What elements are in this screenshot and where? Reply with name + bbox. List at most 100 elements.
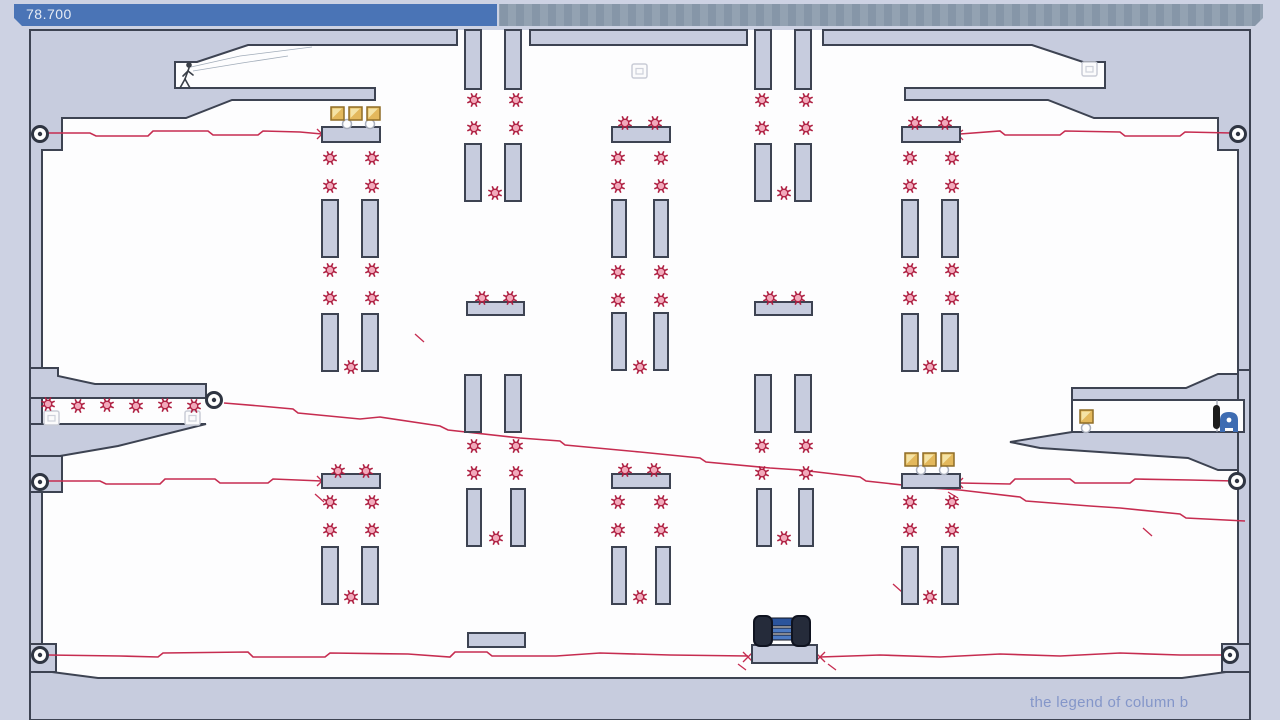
mine-icon xyxy=(99,397,115,413)
timer-remaining xyxy=(499,4,1263,26)
platforms xyxy=(321,29,961,664)
ninja-character xyxy=(187,70,194,76)
laser-impact-mark xyxy=(737,663,747,671)
platform xyxy=(901,126,961,143)
turret-icon xyxy=(31,646,49,664)
turret-icon xyxy=(1221,646,1239,664)
ninja-head xyxy=(186,62,192,68)
platform xyxy=(751,644,818,664)
mine-icon xyxy=(70,398,86,414)
timer-value: 78.700 xyxy=(26,6,72,22)
gate-bar xyxy=(770,634,794,641)
mine-icon xyxy=(508,92,524,108)
mine-icon xyxy=(322,178,338,194)
mine-icon xyxy=(508,120,524,136)
mine-icon xyxy=(653,494,669,510)
ninja-character xyxy=(179,78,186,89)
gold-icon xyxy=(922,452,937,467)
laser-beam xyxy=(47,651,749,658)
mine-icon xyxy=(364,178,380,194)
platform xyxy=(361,546,379,605)
ninja-trail xyxy=(192,55,289,72)
mine-icon xyxy=(776,530,792,546)
platform xyxy=(321,473,381,489)
wall xyxy=(1009,431,1239,471)
mine-icon xyxy=(466,92,482,108)
platform xyxy=(653,199,669,258)
platform xyxy=(321,126,381,143)
mine-icon xyxy=(364,290,380,306)
mine-icon xyxy=(343,589,359,605)
mine-icon xyxy=(330,463,346,479)
wall xyxy=(29,397,43,425)
platform xyxy=(901,313,919,372)
mine-icon xyxy=(610,292,626,308)
platform xyxy=(901,199,919,258)
laser-beam xyxy=(819,652,1226,658)
mine-icon xyxy=(322,262,338,278)
platform xyxy=(504,29,522,90)
platform xyxy=(754,374,772,433)
gold-icon xyxy=(330,106,345,121)
mine-icon xyxy=(186,398,202,414)
laser-beam xyxy=(223,402,1246,522)
platform xyxy=(361,313,379,372)
pad-icon xyxy=(938,464,950,476)
level-name: the legend of column b xyxy=(1030,694,1189,711)
mine-icon xyxy=(754,438,770,454)
mine-icon xyxy=(502,290,518,306)
switch-icon xyxy=(43,410,60,426)
gold-icon xyxy=(940,452,955,467)
actors xyxy=(179,46,313,89)
platform xyxy=(901,546,919,605)
wall xyxy=(29,29,458,371)
door-icon xyxy=(1213,405,1220,429)
wall xyxy=(29,491,43,645)
mine-icon xyxy=(907,115,923,131)
mine-icon xyxy=(364,522,380,538)
laser-beams xyxy=(47,128,1246,671)
laser-impact-mark xyxy=(314,493,325,503)
wall xyxy=(29,367,207,399)
platform xyxy=(653,312,669,371)
mine-icon xyxy=(617,462,633,478)
gate-pillar xyxy=(791,615,811,647)
wall xyxy=(529,29,748,46)
gate-bar xyxy=(769,617,795,627)
mine-icon xyxy=(322,290,338,306)
mine-icon xyxy=(798,465,814,481)
gate-pillar xyxy=(753,615,773,647)
mine-icon xyxy=(944,494,960,510)
platform xyxy=(611,199,627,258)
level-walls xyxy=(29,29,1251,720)
platform xyxy=(794,374,812,433)
platform xyxy=(756,488,772,547)
platform xyxy=(611,126,671,143)
mine-icon xyxy=(762,290,778,306)
mine-icon xyxy=(902,178,918,194)
mine-icon xyxy=(653,178,669,194)
laser-impact-mark xyxy=(947,491,959,499)
gold-icon xyxy=(348,106,363,121)
wall xyxy=(29,423,207,457)
platform xyxy=(941,313,959,372)
platform xyxy=(510,488,526,547)
mine-icon xyxy=(466,465,482,481)
mine-icon xyxy=(944,150,960,166)
platform xyxy=(901,473,961,489)
switch-icon xyxy=(631,63,648,79)
mine-icon xyxy=(798,120,814,136)
mine-icon xyxy=(944,290,960,306)
switch-icon xyxy=(184,410,201,426)
mine-icon xyxy=(632,589,648,605)
mine-icon xyxy=(157,397,173,413)
mine-icon xyxy=(364,150,380,166)
platform xyxy=(466,301,525,316)
platform xyxy=(754,29,772,90)
mine-icon xyxy=(508,438,524,454)
mine-icon xyxy=(902,150,918,166)
mine-icon xyxy=(610,178,626,194)
mine-icon xyxy=(902,522,918,538)
